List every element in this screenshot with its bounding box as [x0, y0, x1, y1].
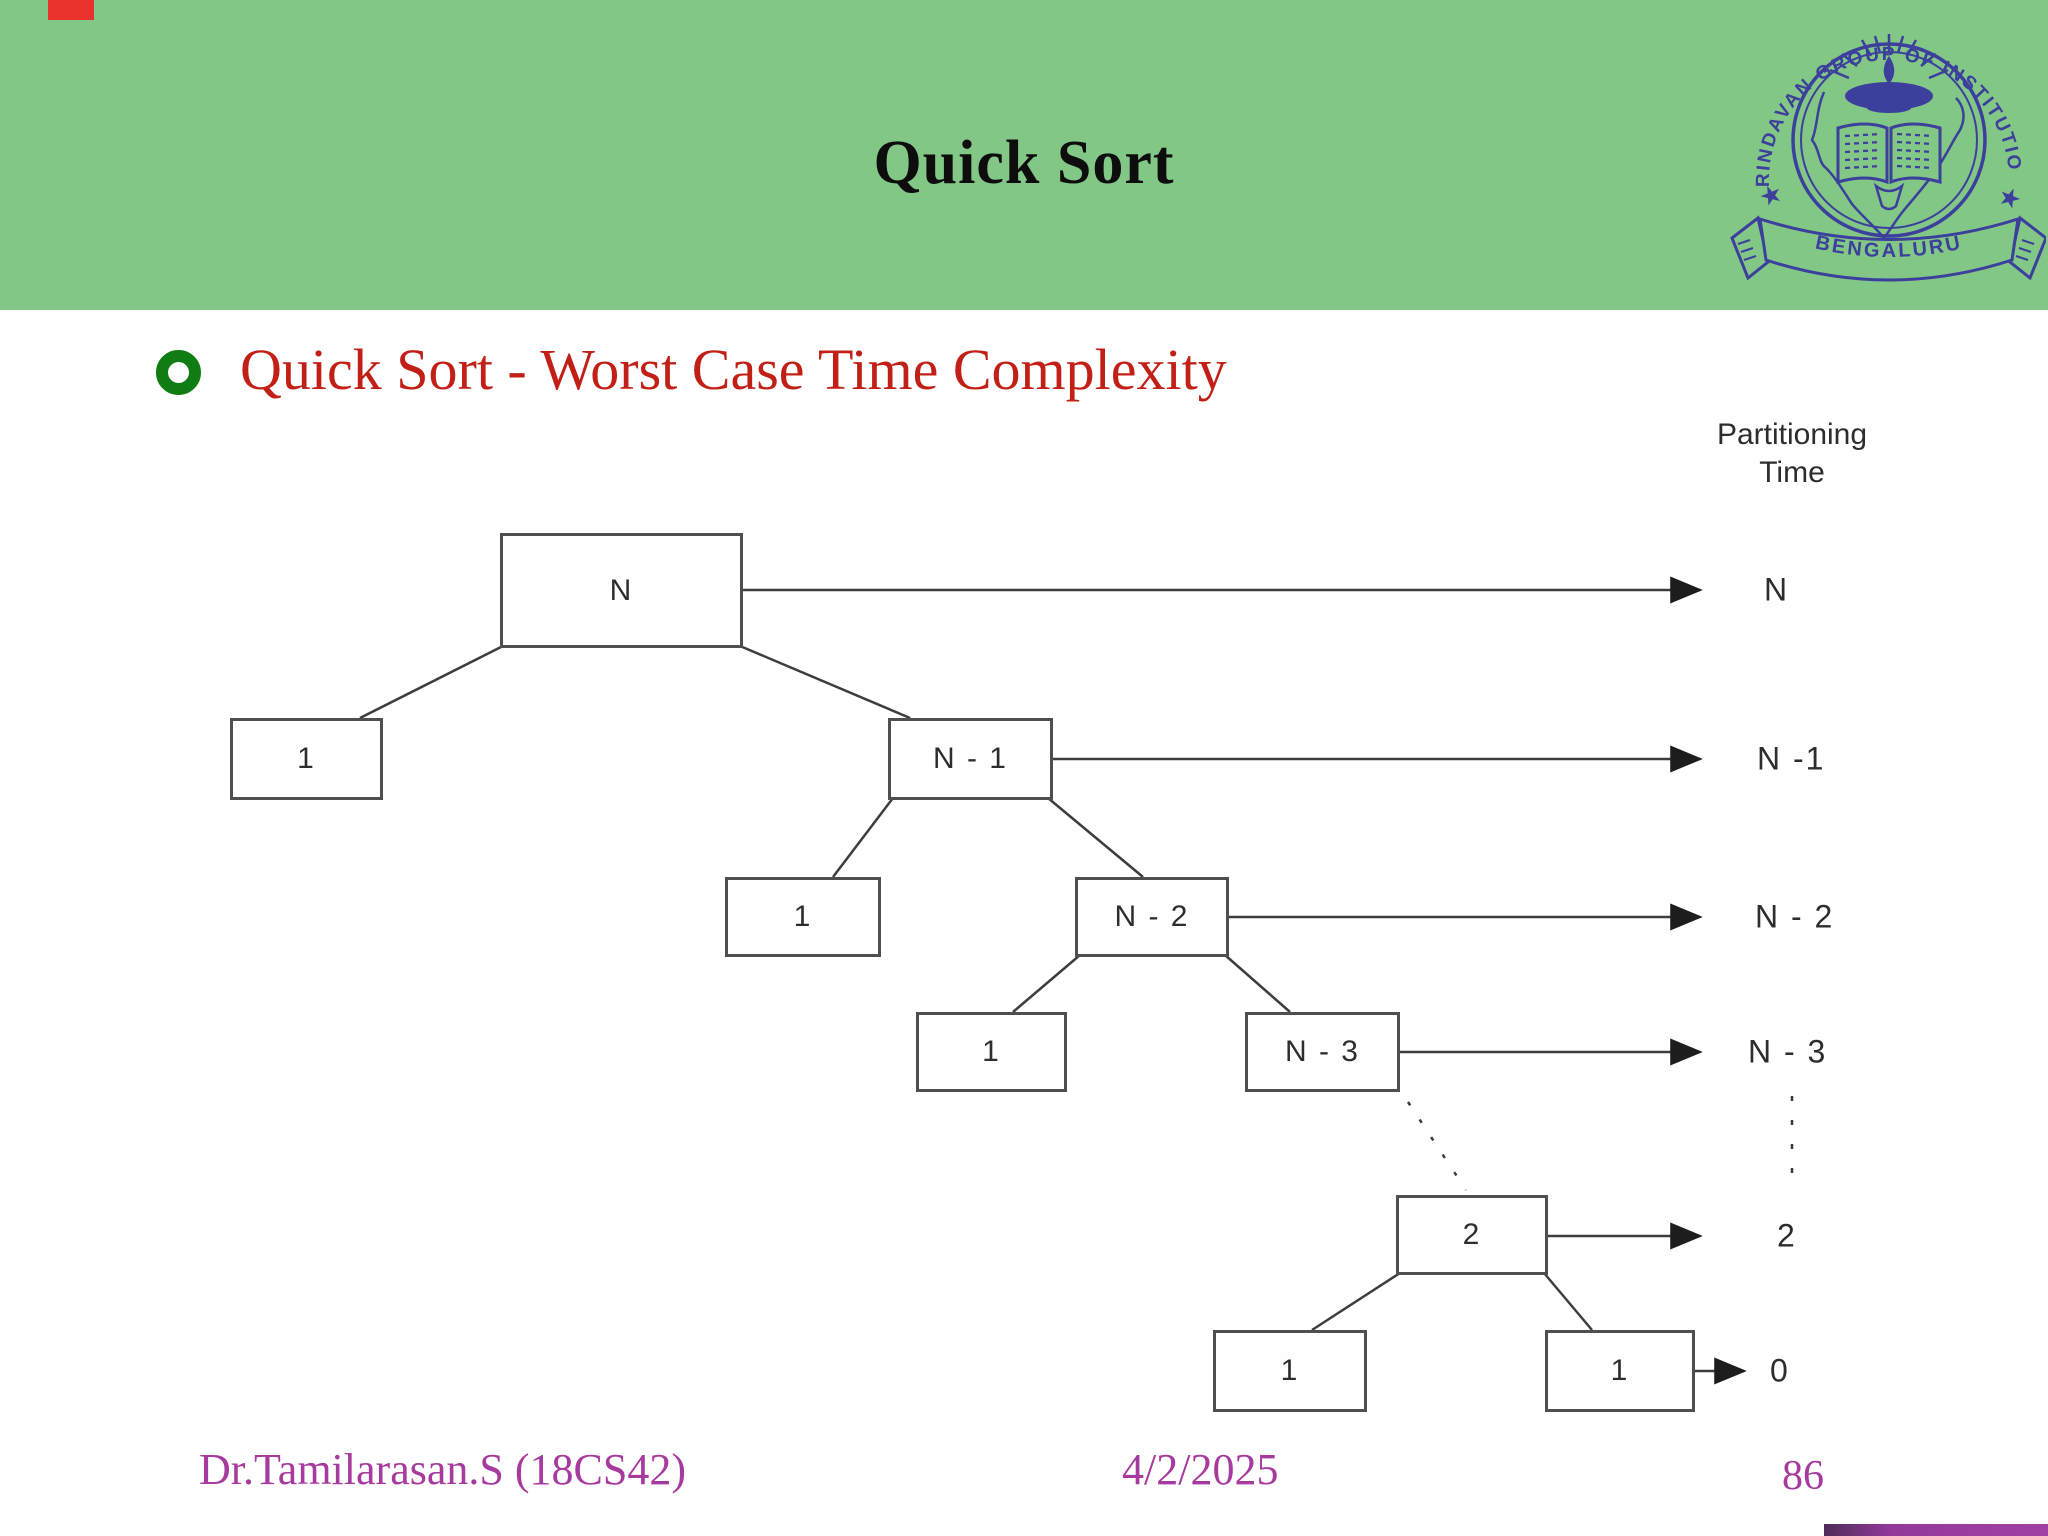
tree-node-l4: 2: [1396, 1195, 1548, 1275]
logo-lamp-rays: [1829, 34, 1949, 80]
corner-red-marker: [48, 0, 94, 20]
partition-value-n1: N -1: [1757, 740, 1826, 777]
bottom-right-accent-bar: [1824, 1524, 2048, 1536]
edge-l4-to-l5-right: [1543, 1272, 1593, 1331]
logo-open-book-icon: [1836, 122, 1942, 211]
tree-node-l3-left: 1: [916, 1012, 1067, 1092]
tree-node-l3-right: N - 3: [1245, 1012, 1400, 1092]
edge-l2-to-l3-left: [1012, 954, 1081, 1013]
tree-node-l2-left: 1: [725, 877, 881, 957]
footer-page-number: 86: [1782, 1453, 1824, 1499]
logo-diya-bowl: [1845, 82, 1933, 110]
edge-l1-to-l2-left: [832, 797, 894, 878]
edge-l1-to-l2-right: [1047, 797, 1144, 878]
logo-banner-ribbon: BENGALURU: [1730, 215, 2048, 282]
partition-value-n3: N - 3: [1748, 1033, 1828, 1070]
partition-value-n: N: [1764, 571, 1790, 608]
dotted-edge-l3-to-l4: [1406, 1101, 1468, 1191]
footer-date: 4/2/2025: [1122, 1445, 1279, 1494]
header-band: [0, 0, 2048, 310]
partition-value-0: 0: [1770, 1352, 1790, 1389]
tree-node-l1-left: 1: [230, 718, 383, 800]
tree-node-root: N: [500, 533, 743, 648]
tree-node-l2-right: N - 2: [1075, 877, 1229, 957]
edge-root-to-l1-left: [359, 644, 504, 720]
institution-logo-emblem: BRINDAVAN GROUP OF INSTITUTIONS ★ ★: [1718, 0, 2048, 282]
tree-node-l5-right: 1: [1545, 1330, 1695, 1412]
edge-root-to-l1-right: [739, 644, 911, 720]
tree-node-l5-left: 1: [1213, 1330, 1367, 1412]
logo-flame-icon: [1883, 56, 1895, 84]
section-heading: Quick Sort - Worst Case Time Complexity: [240, 337, 1227, 402]
partition-value-2: 2: [1777, 1217, 1797, 1254]
logo-diya-base: [1867, 103, 1911, 113]
footer-author: Dr.Tamilarasan.S (18CS42): [199, 1445, 686, 1494]
partition-value-n2: N - 2: [1755, 898, 1835, 935]
institution-logo: BRINDAVAN GROUP OF INSTITUTIONS ★ ★: [1718, 0, 2048, 298]
edge-l4-to-l5-left: [1311, 1271, 1401, 1332]
edge-l2-to-l3-right: [1224, 954, 1291, 1013]
partition-time-header: Partitioning Time: [1716, 418, 1868, 489]
tree-node-l1-right: N - 1: [888, 718, 1053, 800]
slide-title: Quick Sort: [873, 129, 1175, 197]
